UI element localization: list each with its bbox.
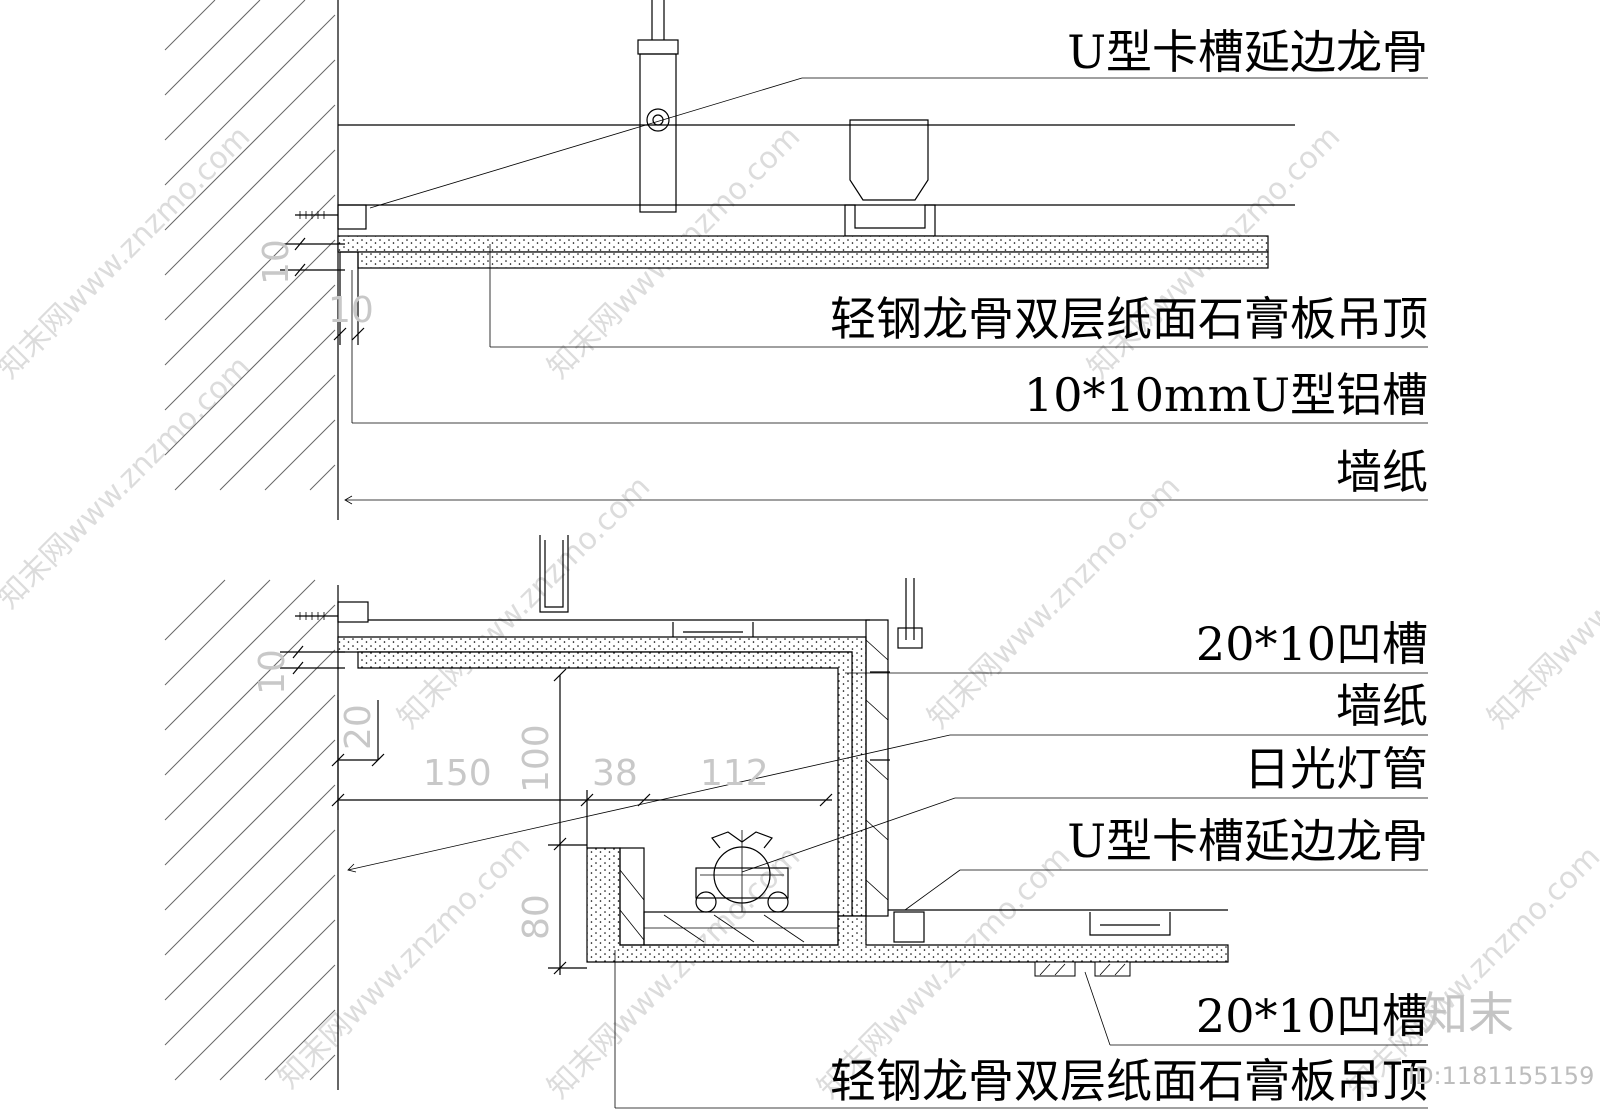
label-groove-upper: 20*10凹槽 (1196, 617, 1428, 671)
edge-u-channel-right (893, 911, 925, 943)
label-gypsum-ceiling: 轻钢龙骨双层纸面石膏板吊顶 (830, 1054, 1428, 1108)
lamp-trough-wood (619, 847, 839, 946)
vertical-u-hanger (539, 535, 569, 613)
watermark-text: 知末网www.znzmo.com (921, 469, 1187, 735)
dim-10-vertical: 10 (256, 239, 297, 285)
screw-icon (295, 612, 338, 620)
hanger-icon (870, 578, 923, 761)
gypsum-board-upper (337, 235, 1269, 253)
gypsum-board-lower (357, 251, 1269, 269)
hanger-icon (637, 0, 679, 213)
bottom-detail: 10 20 150 100 38 112 80 20*10凹槽 墙纸 日光灯管 … (164, 535, 1428, 1109)
label-wallpaper: 墙纸 (1336, 445, 1428, 499)
label-u-edge-runner: U型卡槽延边龙骨 (1067, 25, 1428, 79)
edge-u-channel (337, 204, 367, 230)
dim-80: 80 (516, 894, 557, 940)
edge-u-channel (337, 601, 369, 623)
dim-20: 20 (338, 704, 379, 750)
dim-150: 150 (423, 753, 492, 794)
watermark-text: 知末网www.znzmo.com (271, 829, 537, 1095)
u-aluminium-groove (339, 251, 359, 270)
watermark-text: 知末网www.znzmo.com (1481, 469, 1600, 735)
label-u-aluminium-groove: 10*10mmU型铝槽 (1024, 368, 1428, 422)
top-detail: 10 10 U型卡槽延边龙骨 轻钢龙骨双层纸面石膏板吊顶 10*10mmU型铝槽… (164, 0, 1428, 520)
brand-watermark: 知末 (1422, 987, 1514, 1041)
dim-10-horizontal: 10 (328, 290, 374, 331)
watermark-text: 知末网www.znzmo.com (391, 469, 657, 735)
wall-hatch (164, 0, 336, 491)
label-wallpaper: 墙纸 (1336, 679, 1428, 733)
dim-100: 100 (516, 724, 557, 793)
dim-38: 38 (592, 753, 638, 794)
dimension-marks (280, 237, 365, 345)
image-id-watermark: ID:1181155159 (1408, 1062, 1594, 1090)
dim-10: 10 (252, 649, 293, 695)
label-groove-lower: 20*10凹槽 (1196, 989, 1428, 1043)
secondary-runner-icon (844, 119, 936, 237)
label-gypsum-ceiling: 轻钢龙骨双层纸面石膏板吊顶 (830, 292, 1428, 346)
label-fluorescent-lamp: 日光灯管 (1244, 742, 1428, 796)
label-u-edge-runner: U型卡槽延边龙骨 (1067, 814, 1428, 868)
wood-strip (865, 619, 889, 917)
fluorescent-lamp-icon (695, 830, 789, 913)
watermark-text: 知末网www.znzmo.com (0, 349, 257, 615)
dim-112: 112 (700, 753, 769, 794)
watermark-text: 知末网www.znzmo.com (541, 839, 807, 1105)
watermark-text: 知末网www.znzmo.com (0, 119, 257, 385)
dimension-marks (280, 645, 833, 975)
secondary-runner-icon (1089, 912, 1171, 936)
wall-hatch (164, 579, 336, 1081)
screw-icon (295, 211, 338, 219)
leader-lines (344, 77, 1428, 505)
bottom-groove (1034, 961, 1131, 977)
leader-lines (347, 672, 1428, 1109)
